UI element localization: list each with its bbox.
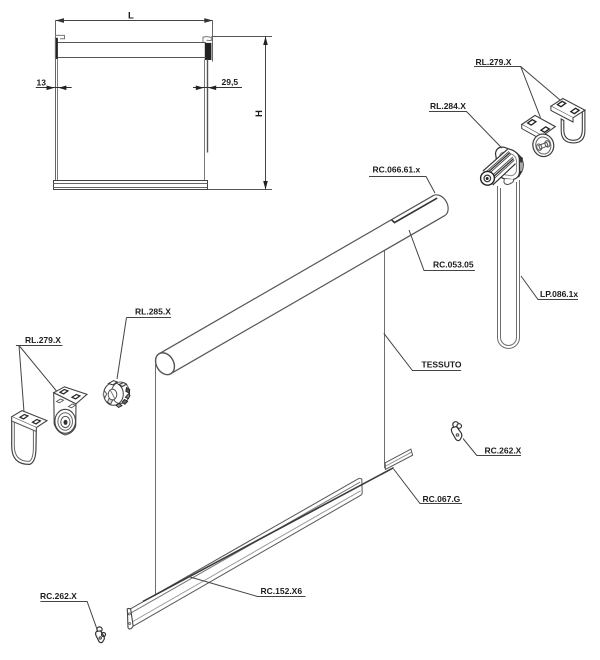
svg-text:RC.066.61.x: RC.066.61.x <box>373 165 421 175</box>
svg-text:LP.086.1x: LP.086.1x <box>540 289 578 299</box>
svg-text:TESSUTO: TESSUTO <box>422 359 462 369</box>
svg-text:29,5: 29,5 <box>222 77 239 87</box>
svg-text:13: 13 <box>37 78 47 88</box>
svg-text:H: H <box>254 110 265 117</box>
svg-text:RL.279.X: RL.279.X <box>476 57 512 67</box>
svg-text:RC.262.X: RC.262.X <box>485 446 522 456</box>
svg-text:L: L <box>128 11 134 22</box>
svg-text:RL.285.X: RL.285.X <box>135 306 171 316</box>
svg-text:RL.279.X: RL.279.X <box>25 335 61 345</box>
svg-text:RC.067.G: RC.067.G <box>423 494 461 504</box>
svg-text:RL.284.X: RL.284.X <box>430 101 466 111</box>
svg-text:RC.152.X6: RC.152.X6 <box>261 586 303 596</box>
svg-text:RC.262.X: RC.262.X <box>40 591 77 601</box>
svg-text:RC.053.05: RC.053.05 <box>433 260 474 270</box>
